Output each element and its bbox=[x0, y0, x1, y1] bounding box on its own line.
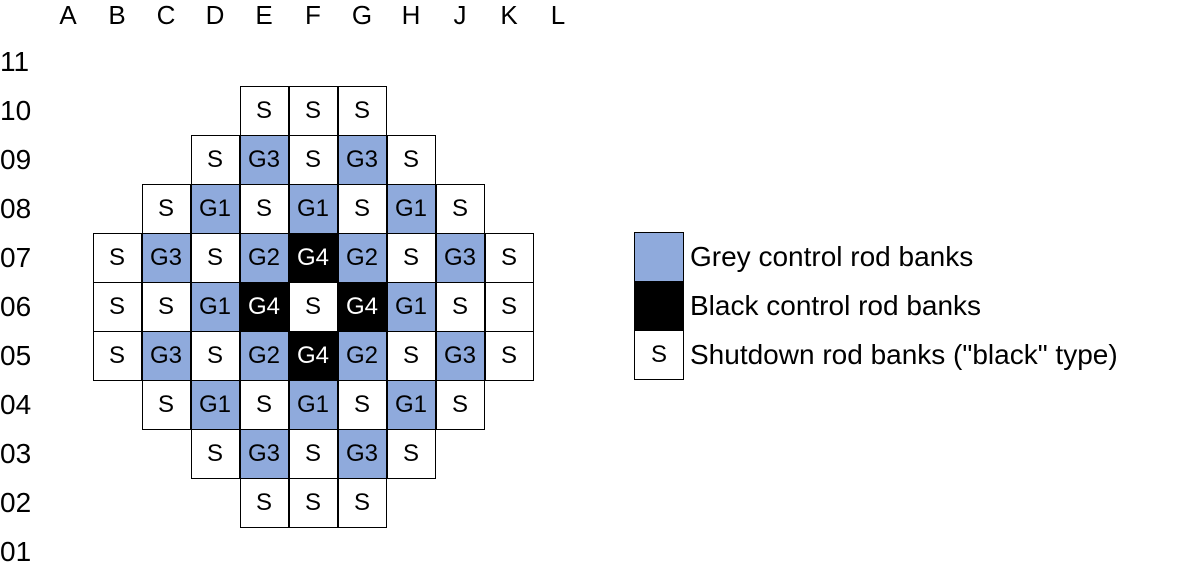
rod-cell: G2 bbox=[239, 233, 289, 283]
rod-cell: S bbox=[92, 233, 142, 283]
legend-label: Shutdown rod banks ("black" type) bbox=[690, 339, 1118, 370]
row-label: 11 bbox=[0, 46, 30, 77]
rod-cell: S bbox=[190, 331, 240, 381]
row-label: 02 bbox=[0, 487, 32, 518]
rod-cell: G3 bbox=[435, 331, 485, 381]
rod-cell: G1 bbox=[190, 380, 240, 430]
rod-cell: S bbox=[337, 380, 387, 430]
rod-cell: S bbox=[386, 331, 436, 381]
rod-cell: S bbox=[288, 135, 338, 185]
row-label: 03 bbox=[0, 438, 32, 469]
column-label: A bbox=[59, 0, 77, 30]
column-label: B bbox=[108, 0, 126, 30]
rod-cell: G3 bbox=[239, 429, 289, 479]
rod-cell: S bbox=[484, 331, 534, 381]
rod-cell: G3 bbox=[141, 233, 191, 283]
column-label: C bbox=[156, 0, 176, 30]
rod-cell: G1 bbox=[386, 282, 436, 332]
rod-cell: G4 bbox=[239, 282, 289, 332]
column-label: H bbox=[401, 0, 421, 30]
rod-cell: G1 bbox=[288, 380, 338, 430]
rod-cell: S bbox=[288, 282, 338, 332]
rod-cell: S bbox=[239, 184, 289, 234]
rod-cell: S bbox=[288, 429, 338, 479]
rod-cell: S bbox=[288, 478, 338, 528]
rod-cell: G3 bbox=[435, 233, 485, 283]
rod-cell: G1 bbox=[386, 184, 436, 234]
row-label: 09 bbox=[0, 144, 32, 175]
rod-cell: S bbox=[435, 282, 485, 332]
rod-cell: G4 bbox=[337, 282, 387, 332]
row-label: 07 bbox=[0, 242, 32, 273]
rod-cell: S bbox=[239, 380, 289, 430]
legend-swatch: S bbox=[634, 330, 684, 380]
rod-cell: S bbox=[484, 282, 534, 332]
rod-cell: G2 bbox=[337, 331, 387, 381]
rod-cell: S bbox=[239, 86, 289, 136]
rod-cell: S bbox=[92, 282, 142, 332]
rod-cell: G1 bbox=[190, 184, 240, 234]
column-label: G bbox=[351, 0, 373, 30]
row-label: 10 bbox=[0, 95, 32, 126]
rod-cell: S bbox=[435, 184, 485, 234]
column-label: L bbox=[550, 0, 566, 30]
rod-cell: G4 bbox=[288, 233, 338, 283]
rod-cell: S bbox=[288, 86, 338, 136]
rod-cell: S bbox=[337, 86, 387, 136]
rod-cell: G2 bbox=[239, 331, 289, 381]
rod-cell: G3 bbox=[337, 429, 387, 479]
rod-cell: G3 bbox=[337, 135, 387, 185]
rod-cell: G2 bbox=[337, 233, 387, 283]
rod-cell: S bbox=[92, 331, 142, 381]
rod-cell: S bbox=[386, 429, 436, 479]
legend-label: Black control rod banks bbox=[690, 290, 982, 321]
legend-swatch bbox=[634, 232, 684, 282]
rod-cell: S bbox=[239, 478, 289, 528]
row-label: 08 bbox=[0, 193, 32, 224]
rod-cell: S bbox=[337, 478, 387, 528]
column-label: J bbox=[453, 0, 467, 30]
row-label: 06 bbox=[0, 291, 32, 322]
rod-cell: G3 bbox=[141, 331, 191, 381]
column-label: D bbox=[205, 0, 225, 30]
rod-cell: S bbox=[141, 380, 191, 430]
rod-cell: G1 bbox=[190, 282, 240, 332]
rod-cell: S bbox=[386, 233, 436, 283]
column-label: F bbox=[305, 0, 321, 30]
rod-cell: S bbox=[141, 282, 191, 332]
rod-cell: S bbox=[190, 233, 240, 283]
rod-cell: S bbox=[337, 184, 387, 234]
row-label: 05 bbox=[0, 340, 32, 371]
rod-cell: S bbox=[435, 380, 485, 430]
rod-cell: S bbox=[386, 135, 436, 185]
row-label: 04 bbox=[0, 389, 32, 420]
column-label: K bbox=[500, 0, 518, 30]
rod-cell: G1 bbox=[288, 184, 338, 234]
column-label: E bbox=[255, 0, 273, 30]
legend-label: Grey control rod banks bbox=[690, 241, 974, 272]
rod-cell: S bbox=[190, 429, 240, 479]
rod-cell: S bbox=[141, 184, 191, 234]
row-label: 01 bbox=[0, 536, 32, 567]
rod-cell: G1 bbox=[386, 380, 436, 430]
rod-cell: S bbox=[190, 135, 240, 185]
rod-cell: G4 bbox=[288, 331, 338, 381]
rod-cell: G3 bbox=[239, 135, 289, 185]
rod-cell: S bbox=[484, 233, 534, 283]
legend-swatch bbox=[634, 281, 684, 331]
